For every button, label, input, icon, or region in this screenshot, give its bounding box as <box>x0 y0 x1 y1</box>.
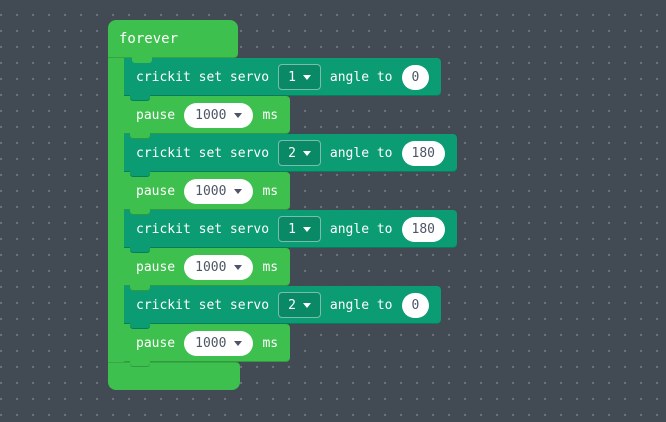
pause-duration-dropdown[interactable]: 1000 <box>184 178 254 204</box>
dropdown-arrow-icon <box>234 264 243 270</box>
forever-label: forever <box>119 31 179 47</box>
angle-value-input[interactable]: 180 <box>401 140 445 166</box>
forever-spine <box>108 58 124 362</box>
pause-block[interactable]: pause 1000 ms <box>124 248 291 291</box>
pause-duration-dropdown[interactable]: 1000 <box>184 102 254 128</box>
angle-value-input[interactable]: 180 <box>401 216 445 242</box>
block-label: angle to <box>329 221 393 237</box>
block-label: angle to <box>329 145 393 161</box>
block-label: pause <box>136 107 176 123</box>
forever-block[interactable]: forever crickit set servo 1 angle to 0 p… <box>108 20 457 390</box>
pause-block[interactable]: pause 1000 ms <box>124 324 291 367</box>
pause-duration-value: 1000 <box>195 107 227 123</box>
dropdown-arrow-icon <box>302 226 311 232</box>
servo-number-value: 2 <box>288 145 296 161</box>
pause-duration-value: 1000 <box>195 183 227 199</box>
pause-duration-dropdown[interactable]: 1000 <box>184 330 254 356</box>
servo-number-dropdown[interactable]: 1 <box>278 216 321 242</box>
block-label: pause <box>136 335 176 351</box>
servo-number-dropdown[interactable]: 1 <box>278 64 321 90</box>
block-label: pause <box>136 183 176 199</box>
pause-block[interactable]: pause 1000 ms <box>124 172 291 215</box>
block-label: angle to <box>329 297 393 313</box>
block-label: angle to <box>329 69 393 85</box>
dropdown-arrow-icon <box>234 340 243 346</box>
block-label: crickit set servo <box>136 145 270 161</box>
block-label: ms <box>262 259 279 275</box>
servo-number-dropdown[interactable]: 2 <box>278 292 321 318</box>
crickit-set-servo-block[interactable]: crickit set servo 2 angle to 180 <box>124 134 457 177</box>
block-label: ms <box>262 335 279 351</box>
angle-value-input[interactable]: 0 <box>401 292 430 318</box>
pause-block[interactable]: pause 1000 ms <box>124 96 291 139</box>
block-label: pause <box>136 259 176 275</box>
block-label: crickit set servo <box>136 69 270 85</box>
block-label: crickit set servo <box>136 221 270 237</box>
forever-block-header[interactable]: forever <box>108 20 238 63</box>
pause-duration-value: 1000 <box>195 259 227 275</box>
block-stack: crickit set servo 1 angle to 0 pause 100… <box>124 58 457 367</box>
block-label: ms <box>262 107 279 123</box>
angle-value-input[interactable]: 0 <box>401 64 430 90</box>
forever-block-foot <box>108 362 240 390</box>
servo-number-value: 1 <box>288 69 296 85</box>
servo-number-value: 1 <box>288 221 296 237</box>
dropdown-arrow-icon <box>302 74 311 80</box>
block-label: ms <box>262 183 279 199</box>
pause-duration-dropdown[interactable]: 1000 <box>184 254 254 280</box>
crickit-set-servo-block[interactable]: crickit set servo 1 angle to 0 <box>124 58 442 101</box>
crickit-set-servo-block[interactable]: crickit set servo 2 angle to 0 <box>124 286 442 329</box>
pause-duration-value: 1000 <box>195 335 227 351</box>
dropdown-arrow-icon <box>302 302 311 308</box>
servo-number-dropdown[interactable]: 2 <box>278 140 321 166</box>
dropdown-arrow-icon <box>234 188 243 194</box>
block-label: crickit set servo <box>136 297 270 313</box>
servo-number-value: 2 <box>288 297 296 313</box>
dropdown-arrow-icon <box>302 150 311 156</box>
dropdown-arrow-icon <box>234 112 243 118</box>
crickit-set-servo-block[interactable]: crickit set servo 1 angle to 180 <box>124 210 457 253</box>
